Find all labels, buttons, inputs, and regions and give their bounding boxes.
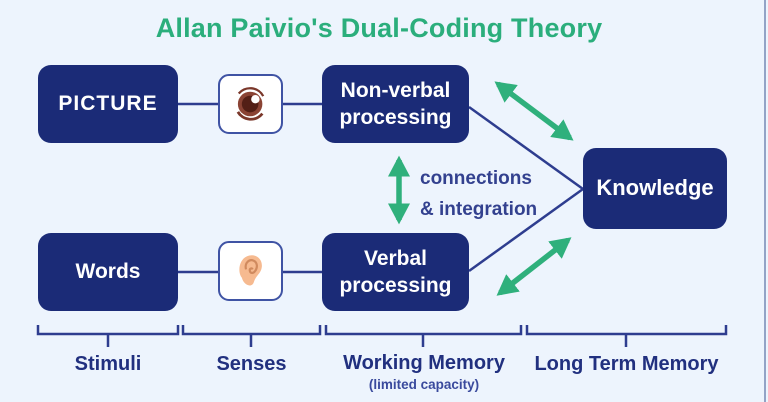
working-memory-label: Working Memory [343,352,505,374]
limited-capacity-label: (limited capacity) [368,377,480,392]
node-knowledge: Knowledge [583,148,727,229]
legend-long-term-memory: Long Term Memory [534,353,719,375]
right-border-line [763,0,766,402]
sense-box-hearing [218,241,283,301]
eye-icon [236,87,264,121]
arrow-nonverbal-knowledge [494,81,574,141]
node-words: Words [38,233,178,311]
connections-line: connections [420,168,532,189]
legend-senses: Senses [216,353,287,375]
legend-stimuli: Stimuli [74,353,142,375]
legend-working-memory: Working Memory (limited capacity) [326,352,522,392]
sense-box-sight [218,74,283,134]
node-picture: PICTURE [38,65,178,143]
integration-line: & integration [420,199,538,221]
bracket-senses [181,325,322,347]
diagram-title: Allan Paivio's Dual-Coding Theory [155,13,603,43]
node-nonverbal-processing: Non-verbal processing [322,65,469,143]
bracket-stimuli [36,325,180,347]
bracket-working-memory [324,325,523,347]
node-verbal-processing: Verbal processing [322,233,469,311]
bracket-long-term-memory [525,325,728,347]
category-brackets [36,325,728,347]
connections-integration-label: connections & integration [420,163,537,226]
arrow-verbal-knowledge [496,237,572,296]
ear-icon [238,255,262,286]
